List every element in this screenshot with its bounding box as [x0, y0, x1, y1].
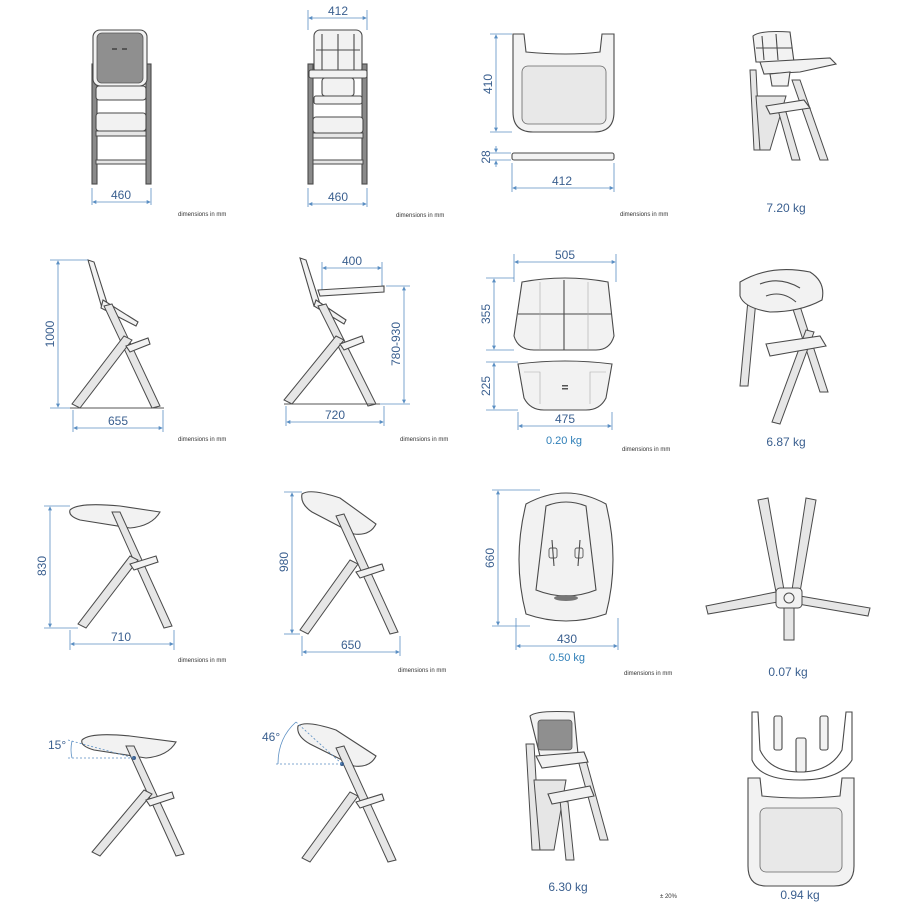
- note-dimensions-8: dimensions in mm: [398, 668, 446, 674]
- side-view-newborn-high: [299, 491, 399, 635]
- front-view-chair-with-tray: [307, 29, 368, 185]
- dim-label-tray-depth: 410: [481, 74, 495, 94]
- dim-side-tray-depth: 400: [321, 254, 383, 290]
- dim-label-side-tray: 400: [342, 254, 362, 268]
- dim-side2-depth: 720: [285, 406, 385, 426]
- recline-view-15: [81, 734, 185, 857]
- weight-tray: 0.94 kg: [780, 888, 819, 902]
- perspective-chair: [525, 710, 609, 861]
- dim-side-depth: 655: [72, 410, 164, 432]
- dim-insert-width: 430: [515, 618, 619, 650]
- dim-cushion-back-height: 355: [479, 277, 514, 351]
- note-dimensions-6: dimensions in mm: [622, 447, 670, 453]
- dim-label-front-top: 412: [328, 4, 348, 18]
- dim-tray-height: 28: [479, 146, 511, 167]
- dim-label-cushion-back: 355: [479, 304, 493, 324]
- dim-front-top-width: 412: [307, 4, 368, 30]
- harness: [705, 497, 871, 641]
- weight-cushion: 0.20 kg: [546, 435, 582, 447]
- dim-newborn-height: 830: [35, 505, 78, 629]
- dim-newborn-depth: 710: [69, 630, 175, 650]
- dim-label-cushion-seat-height: 225: [479, 376, 493, 396]
- weight-chair: 6.30 kg: [548, 880, 587, 894]
- angle-label-46: 46°: [262, 730, 280, 744]
- perspective-chair-newborn-set: [739, 269, 829, 425]
- dim-label-cushion-seat-width: 475: [555, 412, 575, 426]
- seat-cushion: [517, 360, 613, 411]
- dim-side-adjustable-height: 780-930: [380, 285, 410, 405]
- dim-label-insert-height: 660: [483, 548, 497, 568]
- dim-label-side2-depth: 720: [325, 408, 345, 422]
- weight-newborn-set: 6.87 kg: [766, 435, 805, 449]
- dim-cushion-seat-width: 475: [517, 412, 613, 430]
- dim-label-tray-height: 28: [479, 150, 493, 164]
- side-view-chair: [70, 259, 164, 409]
- weight-chair-tray: 7.20 kg: [766, 201, 805, 215]
- note-dimensions-9: dimensions in mm: [624, 671, 672, 677]
- newborn-insert: [518, 492, 614, 622]
- dim-tray-depth: 410: [481, 33, 512, 133]
- side-view-newborn-low: [69, 504, 173, 629]
- dim-cushion-seat-height: 225: [479, 361, 518, 411]
- perspective-chair-with-tray: [749, 30, 838, 161]
- dim-front-width: 460: [91, 188, 152, 205]
- dim-insert-height: 660: [483, 489, 540, 627]
- dim-newborn2-height: 980: [277, 491, 302, 635]
- dim-label-side-depth: 655: [108, 414, 128, 428]
- tray-top-view: [512, 33, 615, 133]
- dim-label-side-adjustable: 780-930: [389, 322, 403, 366]
- tray-side-view: [511, 152, 615, 161]
- note-dimensions-3: dimensions in mm: [620, 212, 668, 218]
- dim-label-side-height: 1000: [43, 320, 57, 347]
- dim-label-front-width: 460: [111, 188, 131, 202]
- back-cushion: [513, 277, 615, 351]
- recline-view-46: [297, 723, 397, 863]
- angle-label-15: 15°: [48, 738, 66, 752]
- dim-label-tray-width: 412: [552, 174, 572, 188]
- note-dimensions-2: dimensions in mm: [396, 213, 444, 219]
- dim-label-cushion-width: 505: [555, 248, 575, 262]
- tolerance-note: ± 20%: [660, 894, 678, 900]
- front-view-chair: [91, 29, 152, 185]
- weight-harness: 0.07 kg: [768, 665, 807, 679]
- dim-newborn2-depth: 650: [301, 636, 401, 656]
- note-dimensions-5: dimensions in mm: [400, 437, 448, 443]
- note-dimensions-7: dimensions in mm: [178, 658, 226, 664]
- dim-label-newborn-depth: 710: [111, 630, 131, 644]
- angle-15: 15°: [48, 738, 135, 759]
- dim-tray-width: 412: [511, 163, 615, 192]
- dim-side-height: 1000: [43, 259, 88, 409]
- dim-label-newborn-height: 830: [35, 556, 49, 576]
- dim-label-newborn2-depth: 650: [341, 638, 361, 652]
- angle-46: 46°: [262, 721, 343, 765]
- tray-exploded-view: [747, 711, 855, 887]
- dim-cushion-width: 505: [513, 248, 617, 282]
- side-view-chair-with-tray: [283, 257, 385, 407]
- note-dimensions-1: dimensions in mm: [178, 212, 226, 218]
- dim-label-newborn2-height: 980: [277, 552, 291, 572]
- weight-insert: 0.50 kg: [549, 652, 585, 664]
- note-dimensions-4: dimensions in mm: [178, 437, 226, 443]
- dim-label-front2-width: 460: [328, 190, 348, 204]
- dim-front2-width: 460: [307, 188, 368, 207]
- dim-label-insert-width: 430: [557, 632, 577, 646]
